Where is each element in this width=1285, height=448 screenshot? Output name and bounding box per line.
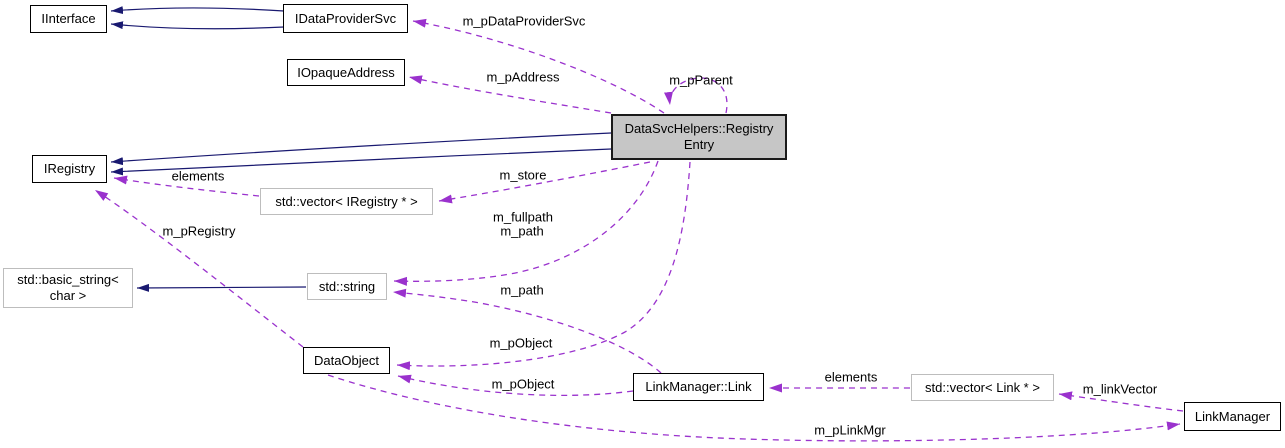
node-linkmanager-link-label: LinkManager::Link	[645, 379, 752, 394]
node-std-string-label: std::string	[318, 278, 376, 294]
edge-label-m-paddress: m_pAddress	[486, 69, 560, 85]
edge-label-m-path-link: m_path	[500, 282, 544, 298]
node-registry-entry-label: DataSvcHelpers::Registry Entry	[624, 121, 774, 152]
edge-inherit-idataprovidersvc-iinterface-1	[110, 6, 285, 15]
edge-label-m-linkvector: m_linkVector	[1082, 381, 1158, 397]
edge-label-m-plinkmgr: m_pLinkMgr	[814, 422, 886, 438]
edge-label-m-fullpath: m_fullpath	[493, 209, 553, 225]
edge-label-elements-iregistry: elements	[171, 168, 225, 184]
node-idataprovidersvc[interactable]: IDataProviderSvc	[283, 4, 408, 33]
node-registry-entry: DataSvcHelpers::Registry Entry	[611, 114, 787, 160]
node-std-string: std::string	[307, 273, 387, 300]
node-basic-string: std::basic_string< char >	[3, 268, 133, 308]
node-vector-iregistry-label: std::vector< IRegistry * >	[275, 193, 418, 209]
edge-usage-m-fullpath-m-path	[393, 160, 659, 286]
edge-usage-m-store	[438, 161, 651, 204]
node-basic-string-label: std::basic_string< char >	[17, 272, 119, 303]
edge-usage-m-paddress	[408, 75, 612, 114]
edge-usage-m-pdataprovidersvc	[412, 18, 665, 114]
node-iinterface[interactable]: IInterface	[30, 5, 107, 33]
node-vector-iregistry: std::vector< IRegistry * >	[260, 188, 433, 215]
node-linkmanager-label: LinkManager	[1194, 408, 1271, 424]
edge-usage-m-pregistry	[94, 189, 304, 348]
node-iinterface-label: IInterface	[41, 11, 96, 26]
node-iregistry-label: IRegistry	[43, 161, 96, 176]
node-iregistry[interactable]: IRegistry	[32, 155, 107, 183]
edge-label-m-pregistry: m_pRegistry	[162, 223, 236, 239]
edge-label-elements-link: elements	[824, 369, 878, 385]
node-dataobject-label: DataObject	[313, 352, 380, 368]
edge-label-m-pobject-entry: m_pObject	[489, 335, 553, 351]
node-idataprovidersvc-label: IDataProviderSvc	[294, 10, 397, 26]
node-iopaqueaddress[interactable]: IOpaqueAddress	[287, 59, 405, 86]
node-iopaqueaddress-label: IOpaqueAddress	[297, 64, 395, 80]
node-dataobject[interactable]: DataObject	[303, 347, 390, 374]
edge-usage-m-path-link	[392, 288, 662, 374]
edge-inherit-idataprovidersvc-iinterface-2	[110, 21, 285, 30]
edge-usage-m-pobject-entry	[396, 161, 691, 371]
edge-inherit-registryentry-iregistry-1	[110, 132, 612, 166]
node-linkmanager[interactable]: LinkManager	[1184, 402, 1281, 431]
edge-label-m-store: m_store	[499, 167, 547, 183]
edge-usage-m-linkvector	[1058, 391, 1184, 412]
edge-label-m-pdataprovidersvc: m_pDataProviderSvc	[462, 13, 586, 29]
edge-label-m-pparent: m_pParent	[669, 72, 733, 88]
edge-label-m-path-entry: m_path	[500, 223, 544, 239]
node-vector-link-label: std::vector< Link * >	[925, 379, 1040, 395]
edge-usage-m-plinkmgr	[327, 374, 1181, 442]
edge-inherit-stdstring-basicstring	[136, 283, 307, 292]
edge-inherit-registryentry-iregistry-2	[110, 148, 612, 176]
node-linkmanager-link[interactable]: LinkManager::Link	[633, 373, 764, 401]
node-vector-link: std::vector< Link * >	[911, 374, 1054, 401]
edge-label-m-pobject-link: m_pObject	[491, 376, 555, 392]
